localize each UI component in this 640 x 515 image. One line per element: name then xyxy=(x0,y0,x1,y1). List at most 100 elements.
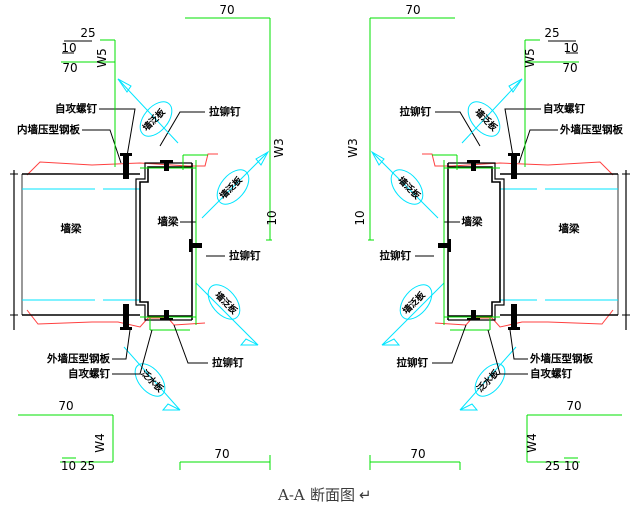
right-callout-water-flashing xyxy=(459,346,517,411)
title-code: A-A xyxy=(277,486,305,504)
right-dim-w4: W4 xyxy=(525,433,539,453)
right-red-exterior-panel-upper xyxy=(422,153,614,176)
right-callout-arrowhead-upper xyxy=(508,78,523,93)
left-rivet-body-top xyxy=(164,161,169,171)
left-leader-self-tapping-lower xyxy=(112,329,153,375)
left-callout-wall-flashing-upper xyxy=(117,78,179,144)
left-screw-head-upper xyxy=(120,153,132,156)
right-dim-10: 10 xyxy=(563,41,578,55)
title-label: 断面图 xyxy=(310,486,355,504)
right-dim-10-upper: 10 xyxy=(353,210,367,225)
left-callout-text-water-flashing: 泛水板 xyxy=(138,367,166,395)
right-fastener-rivet-bottom xyxy=(467,310,480,321)
right-rivet-head-bottom xyxy=(467,318,480,321)
right-fastener-rivet-right xyxy=(438,239,451,252)
left-callout-arrowhead-upper xyxy=(117,78,132,93)
right-label-blind-rivet-bottom: 拉铆钉 xyxy=(397,356,429,369)
left-callout-arrowhead-water xyxy=(161,403,181,411)
left-w5-dim-frame xyxy=(61,39,116,63)
left-lower-leaders xyxy=(112,324,208,375)
right-callout-arrow-line-upper xyxy=(461,78,523,144)
left-c-section-outer xyxy=(135,162,192,321)
left-dim-w5: W5 xyxy=(95,48,109,68)
right-c-section-inner xyxy=(448,166,501,317)
right-callout-ellipse-upper xyxy=(467,101,501,137)
left-callout-arrow-line-mid xyxy=(201,151,269,219)
right-screw-body-lower xyxy=(511,304,517,328)
left-callout-water-flashing xyxy=(123,346,181,411)
right-rivet-head-right xyxy=(448,239,451,252)
right-rivet-body-top xyxy=(471,161,476,171)
right-callout-wall-flashing-lower xyxy=(381,282,445,346)
right-rivet-body-right xyxy=(438,243,450,248)
left-upper-leaders xyxy=(82,108,205,164)
right-c-section-outer xyxy=(448,162,505,321)
left-fastener-screw-upper xyxy=(120,153,132,179)
left-callout-arrow-line-water xyxy=(123,346,181,411)
left-callout-ellipse-lower xyxy=(207,284,241,320)
left-screw-body-upper xyxy=(123,155,129,179)
left-label-interior-wall-panel: 内墙压型钢板 xyxy=(17,123,80,136)
right-dim-70-upper: 70 xyxy=(562,61,577,75)
right-label-blind-rivet-top: 拉铆钉 xyxy=(400,105,432,118)
right-fastener-screw-upper xyxy=(508,153,520,179)
right-screw-body-upper xyxy=(511,155,517,179)
left-dim-w3-upper: W3 xyxy=(272,138,286,158)
left-leader-self-tapping-screw xyxy=(99,108,136,163)
right-label-blind-rivet-mid: 拉铆钉 xyxy=(380,249,412,262)
left-leader-blind-rivet-lower xyxy=(173,324,208,364)
left-callout-arrowhead-mid xyxy=(255,150,270,166)
left-fastener-screw-lower xyxy=(120,304,132,330)
left-label-exterior-wall-panel: 外墙压型钢板 xyxy=(46,352,110,365)
right-callout-arrow-line-mid xyxy=(371,151,439,219)
left-callout-wall-flashing-lower xyxy=(195,282,259,346)
right-leader-self-tapping-lower xyxy=(487,329,528,375)
left-dim-70-outer-bottom: 70 xyxy=(214,447,229,461)
left-callout-text-wall-flashing-mid: 墙泛板 xyxy=(217,173,245,201)
right-label-wall-girt-outer: 墙梁 xyxy=(559,222,580,235)
left-dim-70-upper: 70 xyxy=(62,61,77,75)
left-wall-girt-outline xyxy=(10,170,140,330)
right-callout-text-water-flashing: 泛水板 xyxy=(474,366,502,394)
left-callout-arrowhead-lower xyxy=(239,338,259,346)
right-rivet-body-bottom xyxy=(471,310,476,320)
right-callout-arrow-line-lower xyxy=(381,282,445,346)
right-red-exterior-panel-lower xyxy=(434,309,614,328)
right-dim-w3-upper: W3 xyxy=(346,138,360,158)
left-c-section-channel xyxy=(135,162,193,321)
right-lower-leaders xyxy=(432,324,528,375)
right-leader-exterior-panel-lower xyxy=(509,329,528,360)
right-w5-dim-frame xyxy=(524,39,579,63)
right-dim-25: 25 xyxy=(544,26,559,40)
left-label-self-tapping-screw-bottom: 自攻螺钉 xyxy=(68,367,110,380)
right-callout-wall-flashing-mid xyxy=(370,150,439,219)
right-dim-70-bottom: 70 xyxy=(566,399,581,413)
right-screw-head-lower xyxy=(508,327,520,330)
right-label-self-tapping-screw-bottom: 自攻螺钉 xyxy=(530,367,572,380)
left-rivet-head-top xyxy=(160,160,173,163)
right-dim-25-10: 25 10 xyxy=(545,459,579,473)
left-section-detail: 70 W3 10 25 10 70 W5 自攻螺钉 内墙压型钢板 拉铆钉 xyxy=(10,3,286,473)
left-label-blind-rivet-bottom: 拉铆钉 xyxy=(212,356,244,369)
right-callout-arrowhead-mid xyxy=(370,150,385,166)
left-dim-25: 25 xyxy=(80,26,95,40)
right-callout-ellipse-lower xyxy=(399,284,433,320)
right-label-self-tapping-screw-top: 自攻螺钉 xyxy=(543,102,585,115)
left-outer-dim-frame xyxy=(185,17,272,241)
right-dim-70-outer-bottom: 70 xyxy=(410,447,425,461)
left-fastener-rivet-right xyxy=(189,239,202,252)
left-red-exterior-panel-lower xyxy=(26,309,206,328)
right-leader-self-tapping-screw xyxy=(504,108,541,163)
right-callout-text-wall-flashing-mid: 墙泛板 xyxy=(395,174,423,202)
drawing-title: A-A 断面图 ↵ xyxy=(277,486,372,504)
right-section-detail xyxy=(368,17,630,470)
left-leader-rivet-upper xyxy=(159,111,205,147)
left-dim-10: 10 xyxy=(61,41,76,55)
left-label-blind-rivet-top: 拉铆钉 xyxy=(209,105,241,118)
right-upper-leaders xyxy=(435,108,558,164)
left-callout-ellipse-mid xyxy=(216,169,250,205)
left-leader-exterior-panel xyxy=(112,329,131,360)
right-fastener-rivet-top xyxy=(467,160,480,171)
